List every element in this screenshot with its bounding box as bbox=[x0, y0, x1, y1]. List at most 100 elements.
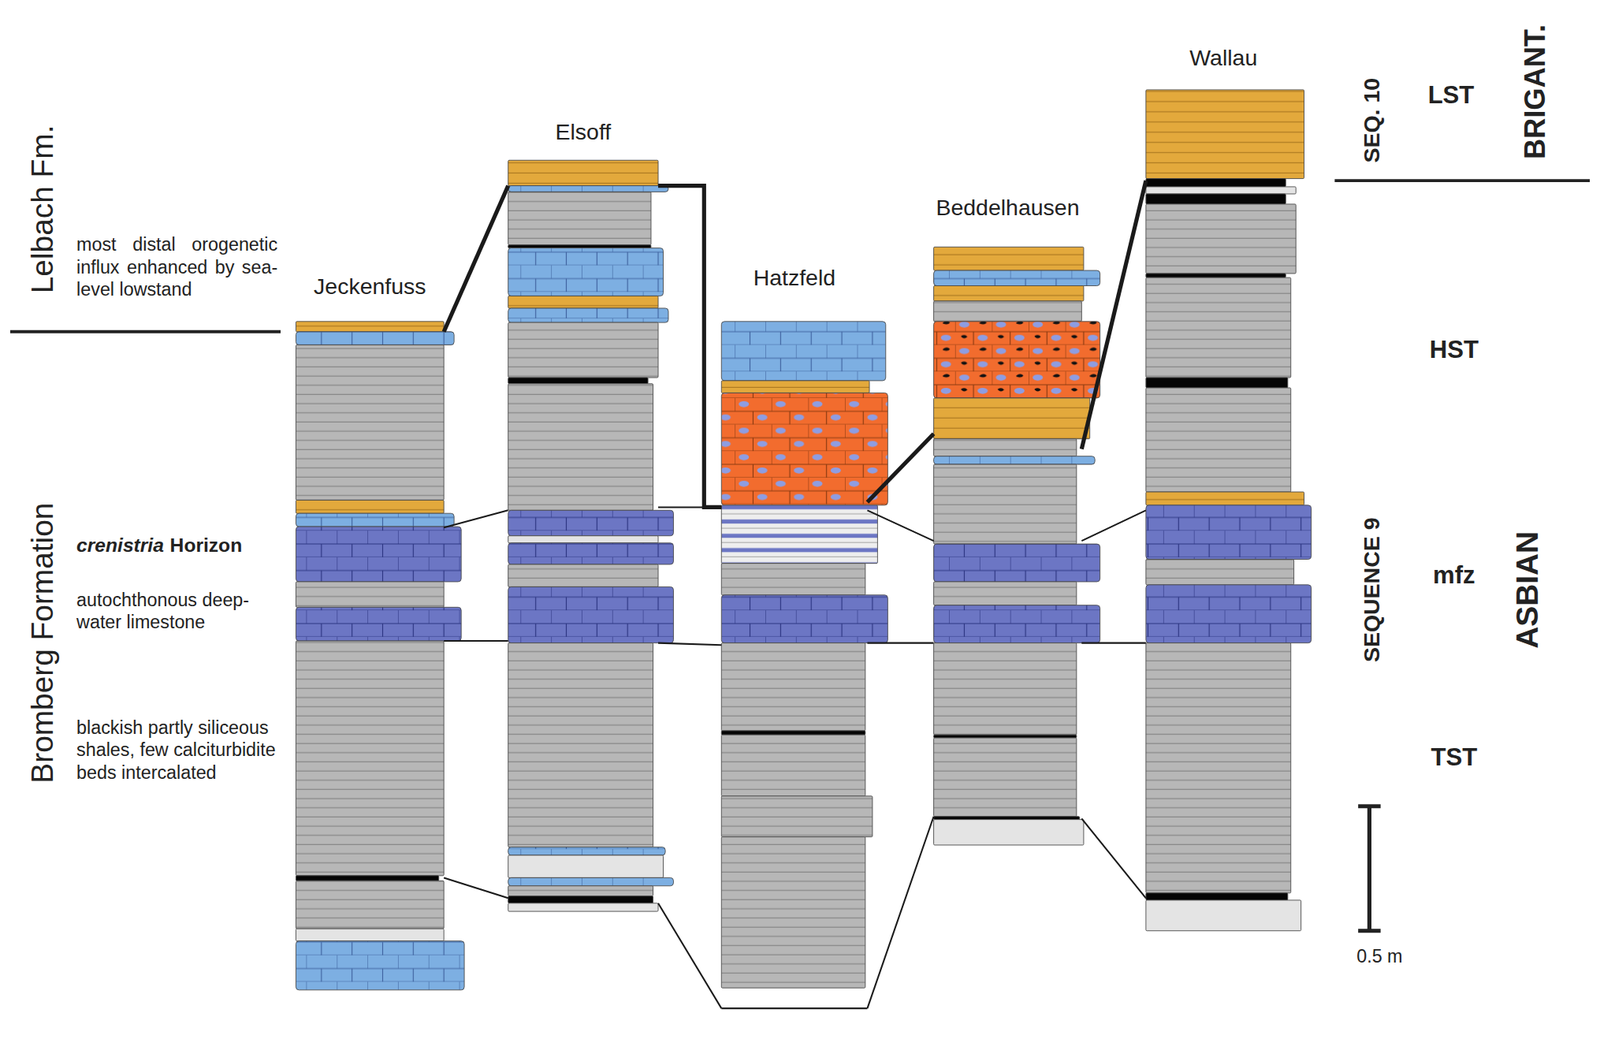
section-column: Hatzfeld bbox=[721, 265, 867, 989]
bed bbox=[933, 270, 1101, 286]
bed bbox=[721, 643, 866, 731]
bed bbox=[1146, 558, 1295, 585]
bed bbox=[933, 464, 1077, 544]
bed bbox=[933, 737, 1077, 817]
correlation-line bbox=[1081, 818, 1147, 898]
bed bbox=[721, 321, 886, 381]
bed bbox=[933, 605, 1101, 644]
annotation: mfz bbox=[1432, 559, 1476, 590]
vertical-label: SEQ. 10 bbox=[1358, 78, 1387, 164]
annotation: crenistria bbox=[76, 533, 164, 558]
bed bbox=[508, 885, 654, 897]
bed bbox=[1146, 643, 1292, 894]
bed bbox=[933, 816, 1080, 820]
annotation: TST bbox=[1431, 742, 1478, 773]
bed bbox=[295, 640, 444, 876]
correlation-line bbox=[1081, 509, 1147, 541]
bed bbox=[1146, 584, 1312, 644]
bed bbox=[295, 345, 444, 501]
correlation-line bbox=[658, 903, 722, 1009]
bed bbox=[721, 730, 866, 735]
bed bbox=[508, 509, 674, 536]
correlation-line bbox=[866, 642, 934, 644]
vertical-label: BRIGANT. bbox=[1518, 24, 1553, 160]
bed bbox=[933, 439, 1077, 457]
bed bbox=[508, 896, 654, 904]
bed bbox=[508, 586, 674, 643]
correlation-line bbox=[1081, 180, 1147, 449]
annotation: 0.5 m bbox=[1356, 945, 1403, 968]
column-extent bbox=[933, 246, 1083, 845]
bed bbox=[1146, 204, 1296, 274]
bed bbox=[721, 563, 866, 596]
section-column: Wallau bbox=[1146, 44, 1302, 931]
annotation: Horizon bbox=[170, 533, 243, 558]
column-extent bbox=[295, 321, 444, 990]
bed bbox=[508, 877, 674, 886]
bed bbox=[1146, 377, 1288, 388]
correlation-line bbox=[658, 506, 722, 508]
column-extent bbox=[508, 160, 659, 912]
column-extent bbox=[721, 321, 867, 988]
bed bbox=[1146, 277, 1292, 378]
bed bbox=[295, 581, 444, 607]
bed bbox=[721, 796, 873, 838]
vertical-label: SEQUENCE 9 bbox=[1358, 517, 1387, 663]
bed bbox=[508, 295, 659, 309]
bed bbox=[1146, 387, 1292, 492]
bed bbox=[1146, 89, 1305, 179]
bed bbox=[508, 855, 664, 878]
section-column: Jeckenfuss bbox=[295, 273, 444, 990]
correlation-line bbox=[866, 509, 934, 541]
bed bbox=[1146, 893, 1288, 901]
column-extent bbox=[1146, 89, 1302, 931]
bed bbox=[933, 819, 1084, 845]
bed bbox=[508, 248, 664, 297]
bed bbox=[721, 734, 866, 797]
correlation-line bbox=[866, 433, 934, 503]
bed bbox=[933, 398, 1091, 440]
section-column: Beddelhausen bbox=[933, 194, 1083, 845]
bed bbox=[508, 643, 654, 848]
bed bbox=[1146, 178, 1286, 187]
bed bbox=[508, 245, 652, 249]
annotation: blackish partly siliceous shales, few ca… bbox=[76, 717, 281, 785]
correlation-line bbox=[658, 186, 722, 508]
vertical-label: Lelbach Fm. bbox=[24, 125, 62, 294]
bed bbox=[508, 903, 659, 912]
vertical-label: Bromberg Formation bbox=[24, 502, 62, 784]
correlation-line bbox=[1081, 642, 1147, 644]
bed bbox=[1146, 505, 1312, 560]
bed bbox=[295, 321, 444, 332]
section-name: Hatzfeld bbox=[753, 265, 837, 293]
vertical-label: ASBIAN bbox=[1508, 531, 1546, 649]
annotation: LST bbox=[1428, 79, 1475, 110]
annotation: autochthonous deep-water limestone bbox=[76, 589, 281, 635]
section-name: Jeckenfuss bbox=[313, 273, 426, 301]
bed bbox=[508, 191, 652, 245]
bed bbox=[508, 322, 659, 378]
bed bbox=[933, 321, 1101, 399]
bed bbox=[1146, 186, 1296, 194]
bed bbox=[1146, 900, 1302, 931]
bed bbox=[508, 535, 659, 544]
correlation-line bbox=[443, 186, 509, 332]
bed bbox=[295, 606, 462, 641]
bed bbox=[508, 308, 669, 323]
annotation: most distal orogenetic influx enhanced b… bbox=[76, 234, 278, 302]
bed bbox=[721, 505, 878, 564]
bed bbox=[721, 595, 888, 644]
bed bbox=[933, 543, 1101, 582]
bed bbox=[295, 331, 454, 346]
section-column: Elsoff bbox=[508, 119, 659, 912]
bed bbox=[295, 513, 454, 527]
correlation-line bbox=[443, 877, 509, 898]
bed bbox=[933, 246, 1084, 271]
bed bbox=[721, 837, 866, 989]
bed bbox=[508, 847, 666, 856]
bed bbox=[933, 301, 1083, 322]
bed bbox=[721, 380, 870, 394]
bed bbox=[508, 564, 659, 587]
bed bbox=[295, 928, 444, 942]
